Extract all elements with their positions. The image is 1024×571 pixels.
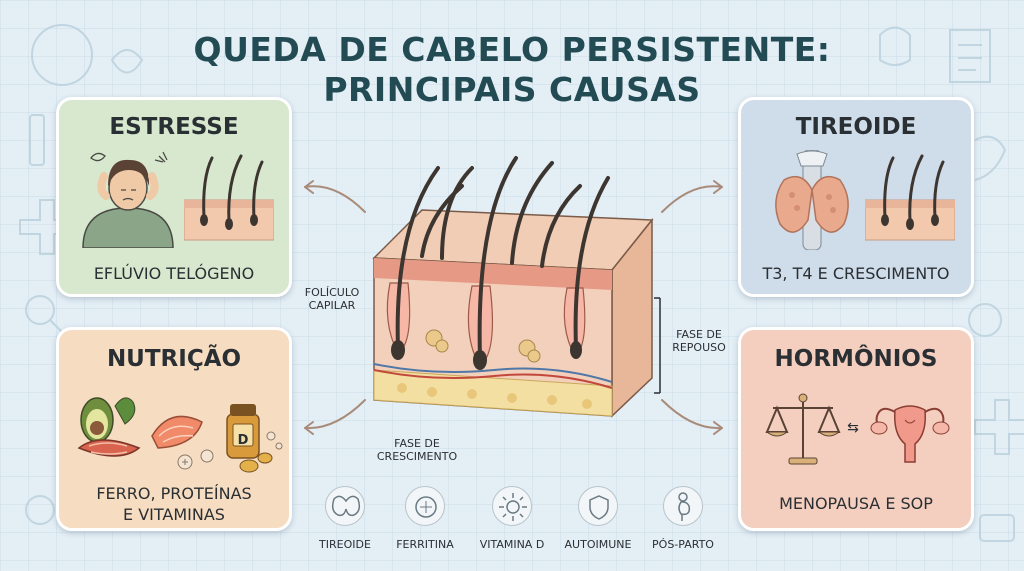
stressed-person-icon [82,151,174,248]
title-line-1: QUEDA DE CABELO PERSISTENTE: [193,30,831,69]
label-crescimento-line-2: CRESCIMENTO [376,450,458,463]
card-nutricao-caption-line-2: E VITAMINAS [123,505,225,524]
label-foliculo-line-2: CAPILAR [308,299,356,312]
label-repouso-line-2: REPOUSO [672,341,726,354]
vitamin-bottle-label: D [237,433,249,448]
label-repouso-line-1: FASE DE [676,328,722,341]
label-foliculo-capilar: FOLÍCULO CAPILAR [300,286,364,312]
bottom-label-vitamina-d: VITAMINA D [479,538,545,551]
thyroid-icon [325,486,365,526]
arrow-to-hormonios [661,399,723,430]
bottom-label-autoimune: AUTOIMUNE [564,538,632,551]
arrow-to-nutricao [304,399,366,430]
balance-scale-icon [765,393,841,465]
ferritin-icon [405,486,445,526]
card-hormonios: HORMÔNIOS ⇆ MENOPAUSA E SOP [738,327,974,531]
card-nutricao: NUTRIÇÃO D FERRO, PROTEÍNAS E VITAMINAS [56,327,292,531]
card-hormonios-caption: MENOPAUSA E SOP [779,494,933,513]
arrow-to-tireoide [661,185,723,213]
arrow-to-estresse [304,185,366,213]
title-line-2: PRINCIPAIS CAUSAS [323,70,701,109]
uterus-icon [870,405,950,463]
sun-icon [492,486,532,526]
card-estresse-caption: EFLÚVIO TELÓGENO [93,264,255,283]
thyroid-gland-icon [775,150,849,250]
card-nutricao-caption: FERRO, PROTEÍNAS E VITAMINAS [59,483,289,525]
card-tireoide-caption: T3, T4 E CRESCIMENTO [762,264,950,283]
bottom-label-tireoide: TIREOIDE [319,538,371,551]
hair-follicle-icon [184,154,274,241]
skin-cross-section-diagram [372,156,661,418]
card-tireoide: TIREOIDE T3, T4 E CRESCIMENTO [738,97,974,297]
bottom-label-pos-parto: PÓS-PARTO [652,538,714,551]
card-nutricao-title: NUTRIÇÃO [106,346,242,372]
page-title: QUEDA DE CABELO PERSISTENTE: PRINCIPAIS … [0,30,1024,110]
label-crescimento-line-1: FASE DE [394,437,440,450]
pregnancy-icon [663,486,703,526]
card-nutricao-caption-line-1: FERRO, PROTEÍNAS [96,484,252,503]
swap-arrows-icon: ⇆ [847,420,859,436]
hair-follicle-icon [865,154,955,241]
bottom-label-ferritina: FERRITINA [396,538,454,551]
card-hormonios-title: HORMÔNIOS [774,346,938,372]
food-icons [77,397,283,473]
card-estresse-title: ESTRESSE [109,114,239,140]
shield-icon [578,486,618,526]
label-fase-repouso: FASE DE REPOUSO [664,328,734,354]
label-fase-crescimento: FASE DE CRESCIMENTO [372,437,462,463]
card-tireoide-title: TIREOIDE [795,114,917,140]
label-foliculo-line-1: FOLÍCULO [304,286,360,299]
card-estresse: ESTRESSE EFLÚVIO TELÓGENO [56,97,292,297]
